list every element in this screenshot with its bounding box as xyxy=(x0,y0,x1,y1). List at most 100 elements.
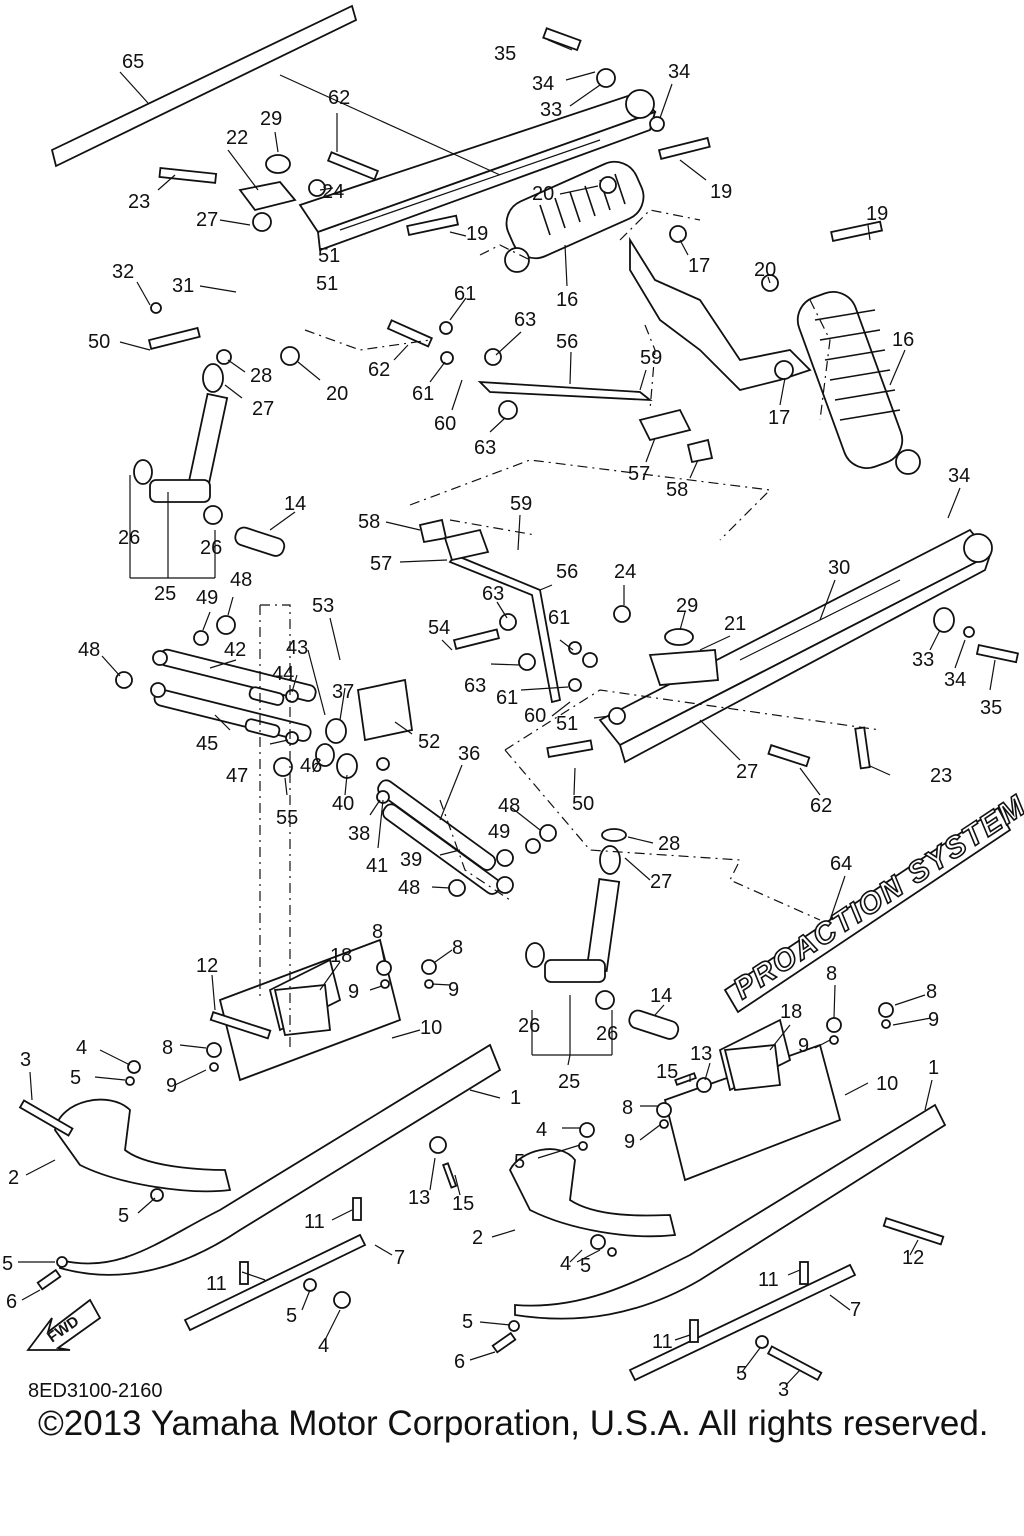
callout-37: 37 xyxy=(332,681,354,703)
callout-54: 54 xyxy=(428,617,450,639)
callout-58: 58 xyxy=(666,479,688,501)
callout-5: 5 xyxy=(286,1305,297,1327)
callout-20: 20 xyxy=(532,183,554,205)
callout-18: 18 xyxy=(780,1001,802,1023)
callout-14: 14 xyxy=(650,985,672,1007)
callout-27: 27 xyxy=(736,761,758,783)
callout-49: 49 xyxy=(488,821,510,843)
callout-29: 29 xyxy=(260,108,282,130)
callout-39: 39 xyxy=(400,849,422,871)
callout-34: 34 xyxy=(944,669,966,691)
shock-absorber-right xyxy=(796,291,921,475)
callout-56: 56 xyxy=(556,561,578,583)
callout-21: 21 xyxy=(724,613,746,635)
callout-labels: 65 35 34 34 33 62 29 22 23 24 20 19 27 3… xyxy=(2,43,1002,1401)
callout-62: 62 xyxy=(810,795,832,817)
callout-48: 48 xyxy=(498,795,520,817)
callout-15: 15 xyxy=(452,1193,474,1215)
callout-1: 1 xyxy=(928,1057,939,1079)
callout-57: 57 xyxy=(628,463,650,485)
callout-52: 52 xyxy=(418,731,440,753)
callout-2: 2 xyxy=(8,1167,19,1189)
callout-26: 26 xyxy=(118,527,140,549)
callout-59: 59 xyxy=(640,347,662,369)
callout-18: 18 xyxy=(330,945,352,967)
callout-19: 19 xyxy=(866,203,888,225)
copyright-notice: ©2013 Yamaha Motor Corporation, U.S.A. A… xyxy=(38,1404,989,1443)
callout-65: 65 xyxy=(122,51,144,73)
callout-60: 60 xyxy=(524,705,546,727)
callout-47: 47 xyxy=(226,765,248,787)
callout-28: 28 xyxy=(250,365,272,387)
callout-45: 45 xyxy=(196,733,218,755)
callout-19: 19 xyxy=(466,223,488,245)
callout-41: 41 xyxy=(366,855,388,877)
callout-31: 31 xyxy=(172,275,194,297)
callout-6: 6 xyxy=(454,1351,465,1373)
callout-8: 8 xyxy=(926,981,937,1003)
callout-4: 4 xyxy=(318,1335,329,1357)
callout-61: 61 xyxy=(454,283,476,305)
callout-23: 23 xyxy=(128,191,150,213)
callout-64: 64 xyxy=(830,853,852,875)
callout-61: 61 xyxy=(496,687,518,709)
callout-49: 49 xyxy=(196,587,218,609)
callout-20: 20 xyxy=(326,383,348,405)
callout-60: 60 xyxy=(434,413,456,435)
callout-29: 29 xyxy=(676,595,698,617)
proaction-system-decal-part-64: PROACTION SYSTEM xyxy=(723,788,1024,1014)
callout-17: 17 xyxy=(688,255,710,277)
callout-51: 51 xyxy=(318,245,340,267)
callout-27: 27 xyxy=(252,398,274,420)
callout-6: 6 xyxy=(6,1291,17,1313)
callout-8: 8 xyxy=(372,921,383,943)
callout-28: 28 xyxy=(658,833,680,855)
callout-27: 27 xyxy=(650,871,672,893)
callout-32: 32 xyxy=(112,261,134,283)
callout-48: 48 xyxy=(78,639,100,661)
callout-5: 5 xyxy=(2,1253,13,1275)
callout-7: 7 xyxy=(394,1247,405,1269)
callout-10: 10 xyxy=(876,1073,898,1095)
callout-57: 57 xyxy=(370,553,392,575)
stabilizer-rod-upper xyxy=(477,380,653,402)
callout-14: 14 xyxy=(284,493,306,515)
logo-text: PROACTION SYSTEM xyxy=(728,789,1024,1006)
document-code: 8ED3100-2160 xyxy=(28,1380,163,1402)
callout-26: 26 xyxy=(596,1023,618,1045)
callout-25: 25 xyxy=(558,1071,580,1093)
callout-26: 26 xyxy=(200,537,222,559)
ski-assembly-right xyxy=(508,1018,947,1382)
callout-34: 34 xyxy=(668,61,690,83)
spindle-lower xyxy=(544,845,621,983)
callout-11: 11 xyxy=(758,1269,779,1291)
lower-suspension-arm-part-30 xyxy=(598,528,993,764)
callout-19: 19 xyxy=(710,181,732,203)
callout-35: 35 xyxy=(494,43,516,65)
callout-7: 7 xyxy=(850,1299,861,1321)
callout-55: 55 xyxy=(276,807,298,829)
callout-25: 25 xyxy=(154,583,176,605)
callout-43: 43 xyxy=(286,637,308,659)
callout-15: 15 xyxy=(656,1061,678,1083)
callout-59: 59 xyxy=(510,493,532,515)
callout-9: 9 xyxy=(624,1131,635,1153)
callout-10: 10 xyxy=(420,1017,442,1039)
callout-62: 62 xyxy=(368,359,390,381)
fwd-arrow: FWD xyxy=(26,1298,102,1351)
callout-24: 24 xyxy=(322,181,344,203)
callout-16: 16 xyxy=(892,329,914,351)
callout-8: 8 xyxy=(622,1097,633,1119)
callout-8: 8 xyxy=(162,1037,173,1059)
callout-38: 38 xyxy=(348,823,370,845)
callout-11: 11 xyxy=(206,1273,227,1295)
callout-5: 5 xyxy=(736,1363,747,1385)
callout-17: 17 xyxy=(768,407,790,429)
callout-11: 11 xyxy=(304,1211,325,1233)
callout-4: 4 xyxy=(76,1037,87,1059)
callout-61: 61 xyxy=(548,607,570,629)
callout-63: 63 xyxy=(514,309,536,331)
assembly-guide-lines xyxy=(259,209,881,1050)
callout-63: 63 xyxy=(474,437,496,459)
